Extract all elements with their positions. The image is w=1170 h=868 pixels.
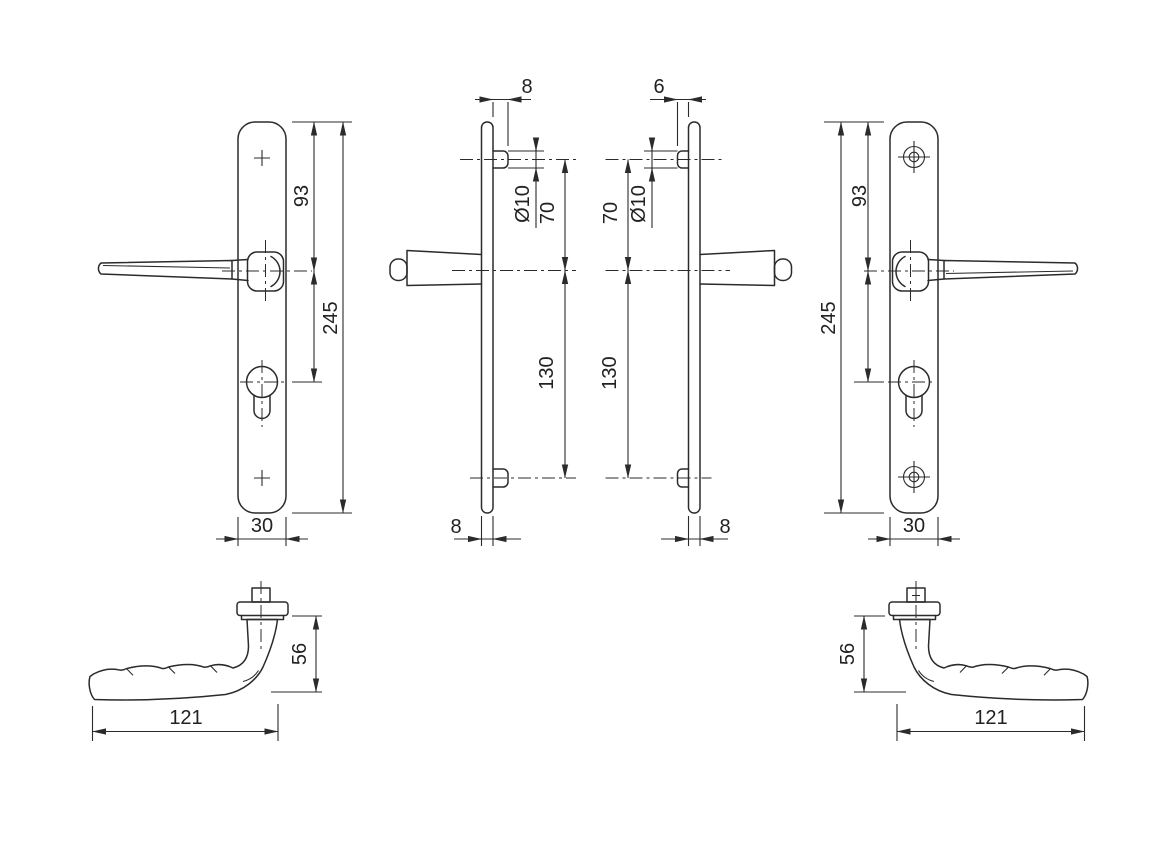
top-extension-lines	[676, 102, 690, 146]
side-view-right: Ø10 70 130 6 8	[599, 76, 793, 546]
lever-profile-body	[88, 618, 279, 701]
grip-inner-contour	[242, 670, 259, 683]
dim-label-boss-dia-left: Ø10	[512, 185, 534, 223]
backplate-outline	[237, 121, 287, 514]
rose-collar	[888, 601, 941, 617]
dim-label-70-left: 70	[537, 202, 559, 224]
lever-grip-end	[389, 258, 408, 282]
length-extension-lines	[896, 704, 1086, 741]
screw-cross-top-icon	[254, 150, 270, 166]
screw-target-top-icon	[898, 141, 930, 173]
grip-scallop-ticks	[959, 665, 1051, 676]
lever-grip-end	[773, 258, 793, 282]
lever-side-body	[406, 249, 483, 287]
bottom-extension-lines	[480, 516, 494, 546]
dim-label-70-right: 70	[600, 202, 622, 224]
rose-collar	[236, 601, 289, 617]
side-view-left: Ø10 70 130 8 8	[389, 76, 576, 546]
lever-contour-line	[102, 264, 231, 269]
lever-handle-front	[943, 259, 1079, 280]
dim-label-121-right: 121	[974, 707, 1007, 729]
screw-target-bottom-icon	[898, 461, 930, 493]
front-view-right-plate: 93 245 30	[818, 121, 1079, 546]
height-extension-lines	[854, 615, 906, 693]
dim-label-boss-dia-right: Ø10	[628, 185, 650, 223]
front-view-left-plate: 93 245 30	[97, 121, 352, 546]
dim-label-93-left: 93	[291, 185, 313, 207]
dim-label-bottom-8: 8	[450, 516, 461, 538]
dim-label-56-left: 56	[289, 643, 311, 665]
dim-label-121-left: 121	[169, 707, 202, 729]
backplate-side-outline	[687, 121, 701, 514]
dim-label-top-6: 6	[653, 76, 664, 98]
dim-label-130-right: 130	[599, 356, 621, 389]
dim-label-56-right: 56	[837, 643, 859, 665]
handle-profile-right: 56 121	[837, 581, 1089, 741]
dim-label-245-left: 245	[320, 301, 342, 334]
backplate-outline	[889, 121, 939, 514]
dim-label-130-left: 130	[536, 356, 558, 389]
lever-side-body	[699, 249, 776, 287]
handle-profile-left: 56 121	[88, 581, 322, 741]
grip-inner-contour	[918, 670, 935, 683]
dim-label-93-right: 93	[849, 185, 871, 207]
screw-cross-bottom-icon	[254, 470, 270, 486]
dim-label-30-right: 30	[903, 515, 925, 537]
grip-scallop-ticks	[126, 665, 218, 676]
lever-profile-body	[898, 618, 1089, 701]
lever-neck	[231, 258, 249, 282]
lever-neck	[927, 258, 945, 282]
length-extension-lines	[91, 704, 279, 741]
lever-contour-line	[945, 270, 1074, 275]
dim-label-245-right: 245	[818, 301, 840, 334]
top-extension-lines	[492, 102, 509, 146]
dim-label-30-left: 30	[251, 515, 273, 537]
lever-handle-front	[97, 259, 233, 280]
dim-label-top-8: 8	[521, 76, 532, 98]
backplate-side-outline	[480, 121, 494, 514]
bottom-extension-lines	[687, 516, 701, 546]
fixing-boss-bottom	[492, 468, 509, 488]
dim-label-bottom-8-right: 8	[719, 516, 730, 538]
